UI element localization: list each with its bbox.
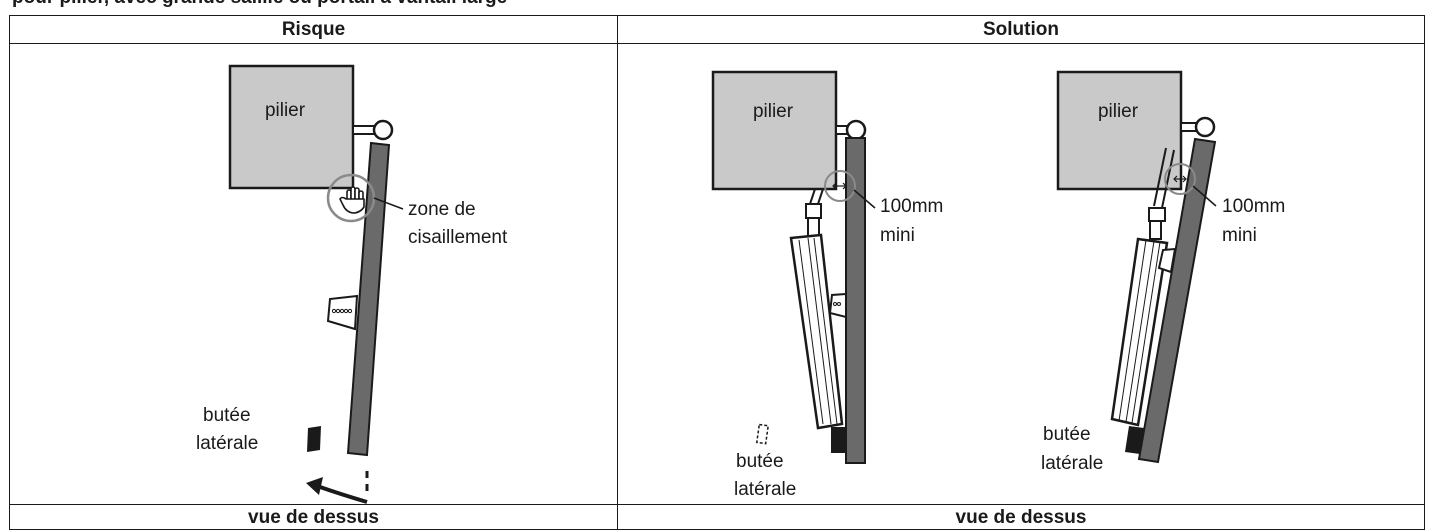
solution-panel: Solution pilier: [617, 15, 1425, 530]
clearance-label-2: mini: [1222, 225, 1257, 246]
pillar: [1056, 70, 1183, 191]
side-stop-label-1: butée: [203, 405, 251, 426]
clearance-label-1: 100mm: [1222, 196, 1285, 217]
pillar: [228, 64, 355, 190]
risk-diagram: pilier zone de cisaillement butée: [196, 64, 508, 504]
risk-panel: Risque pilier zone de cisaillement: [9, 15, 618, 530]
pillar-label: pilier: [265, 100, 306, 121]
side-stop-label-2: latérale: [734, 479, 796, 500]
curved-arrow-icon: [319, 485, 368, 504]
pillar: [711, 70, 838, 191]
double-arrow-icon: [1173, 175, 1187, 183]
actuator-mount: [1153, 147, 1175, 209]
side-stop-label-2: latérale: [196, 433, 258, 454]
gate-leaf: [346, 141, 391, 457]
side-stop-label-2: latérale: [1041, 453, 1103, 474]
side-stop-label-1: butée: [1043, 424, 1091, 445]
double-arrow-icon: [832, 182, 847, 190]
solution-panel-title: Solution: [618, 16, 1424, 44]
dashed-side-stop: [755, 423, 770, 445]
actuator-mount: [809, 188, 824, 205]
clearance-label-2: mini: [880, 225, 915, 246]
clearance-circle: [824, 170, 856, 202]
clearance-circle: [1164, 163, 1196, 195]
solution-diagram-2: pilier 10: [1041, 70, 1285, 474]
solution-panel-footer: vue de dessus: [618, 504, 1424, 529]
actuator-body: [789, 233, 844, 430]
side-stop: [831, 427, 846, 453]
gate-leaf: [1137, 137, 1217, 464]
shear-zone-label-2: cisaillement: [408, 227, 508, 248]
hinge-icon: [1180, 116, 1216, 138]
side-stop: [1125, 426, 1144, 454]
shear-zone-label-1: zone de: [408, 199, 476, 220]
risk-panel-title: Risque: [10, 16, 617, 44]
side-stop: [307, 426, 321, 452]
bracket-holes: [331, 308, 353, 314]
solution-diagrams: pilier: [711, 70, 1285, 500]
hand-warning-icon: [339, 186, 365, 214]
risk-panel-footer: vue de dessus: [10, 504, 617, 529]
side-stop-label-1: butée: [736, 451, 784, 472]
pillar-label: pilier: [753, 101, 794, 122]
solution-diagram-1: pilier: [711, 70, 943, 500]
clearance-label-1: 100mm: [880, 196, 943, 217]
hinge-icon: [835, 119, 867, 141]
hinge-icon: [352, 119, 394, 141]
top-caption-strip: pour pilier, avec grande saillie ou port…: [0, 0, 1432, 20]
header-caption: pour pilier, avec grande saillie ou port…: [12, 0, 507, 9]
pillar-label: pilier: [1098, 101, 1139, 122]
